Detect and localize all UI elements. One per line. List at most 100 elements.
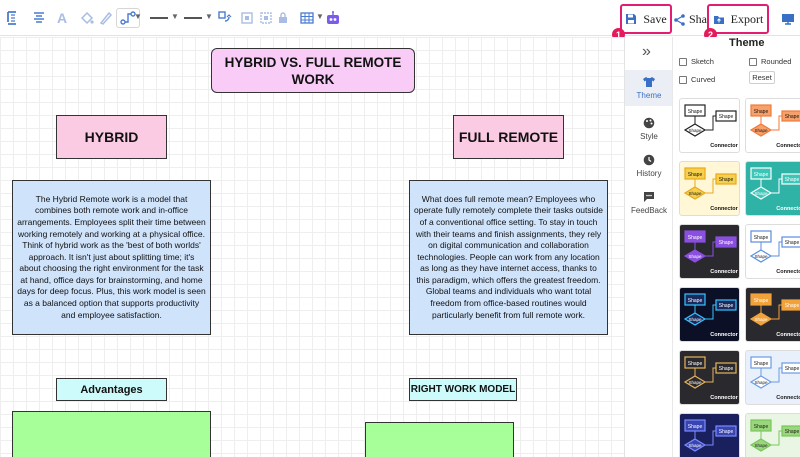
side-nav-history[interactable]: History xyxy=(625,148,673,184)
lock-icon[interactable] xyxy=(278,9,288,27)
svg-text:Shape: Shape xyxy=(785,177,800,183)
svg-text:Shape: Shape xyxy=(688,128,702,133)
svg-text:Connector: Connector xyxy=(776,143,800,149)
line-weight-icon[interactable] xyxy=(184,17,202,19)
svg-text:Shape: Shape xyxy=(688,172,703,178)
side-nav-feedback[interactable]: FeedBack xyxy=(625,185,673,221)
line-color-icon[interactable] xyxy=(99,9,113,27)
svg-text:Shape: Shape xyxy=(688,380,702,385)
checkbox-box[interactable] xyxy=(679,75,687,84)
diagram-canvas[interactable]: HYBRID VS. FULL REMOTE WORK HYBRID FULL … xyxy=(0,37,624,457)
curved-label: Curved xyxy=(691,75,716,84)
advantages-content-node[interactable] xyxy=(12,411,211,457)
svg-text:Connector: Connector xyxy=(776,395,800,401)
rounded-label: Rounded xyxy=(761,57,792,66)
side-nav-style[interactable]: Style xyxy=(625,111,673,147)
svg-text:Shape: Shape xyxy=(754,254,768,259)
svg-text:Shape: Shape xyxy=(785,240,800,246)
svg-text:Shape: Shape xyxy=(754,298,769,304)
export-button[interactable]: Export xyxy=(707,4,769,34)
clock-icon xyxy=(643,154,655,166)
table-dropdown-icon[interactable]: ▼ xyxy=(316,12,324,21)
line-weight-dropdown-icon[interactable]: ▼ xyxy=(205,12,213,21)
table-icon[interactable] xyxy=(300,9,314,27)
svg-text:Shape: Shape xyxy=(688,361,703,367)
svg-text:Shape: Shape xyxy=(785,429,800,435)
theme-panel-title: Theme xyxy=(729,37,765,49)
reset-button[interactable]: Reset xyxy=(749,71,775,84)
svg-text:Connector: Connector xyxy=(776,332,800,338)
svg-text:Shape: Shape xyxy=(754,128,768,133)
svg-text:Shape: Shape xyxy=(754,380,768,385)
svg-text:Connector: Connector xyxy=(776,206,800,212)
svg-text:Shape: Shape xyxy=(785,303,800,309)
text-align-icon[interactable] xyxy=(33,9,45,27)
font-icon[interactable]: A xyxy=(56,10,68,26)
rounded-checkbox[interactable]: Rounded xyxy=(749,57,791,66)
collapse-panel-icon[interactable]: » xyxy=(642,43,651,60)
connector-dropdown-icon[interactable]: ▼ xyxy=(134,12,142,21)
curved-checkbox[interactable]: Curved xyxy=(679,75,715,84)
svg-text:Connector: Connector xyxy=(710,206,738,212)
sketch-checkbox[interactable]: Sketch xyxy=(679,57,714,66)
bold-text-icon[interactable] xyxy=(6,9,18,27)
side-nav-label: History xyxy=(636,169,662,178)
svg-text:Shape: Shape xyxy=(688,317,702,322)
side-nav-theme[interactable]: Theme xyxy=(625,70,673,106)
hybrid-description-node[interactable]: The Hybrid Remote work is a model that c… xyxy=(12,180,211,335)
side-nav: » Theme Style History FeedBack xyxy=(624,37,673,457)
svg-text:Connector: Connector xyxy=(776,269,800,275)
fill-icon[interactable] xyxy=(80,9,94,27)
arrange-icon[interactable] xyxy=(218,9,232,27)
save-button[interactable]: Save xyxy=(620,4,672,34)
full-remote-description-node[interactable]: What does full remote mean? Employees wh… xyxy=(409,180,608,335)
svg-text:Connector: Connector xyxy=(710,395,738,401)
svg-text:Shape: Shape xyxy=(785,366,800,372)
line-style-icon[interactable] xyxy=(150,17,168,19)
right-model-content-node[interactable] xyxy=(365,422,514,457)
connector-icon[interactable] xyxy=(116,8,140,28)
full-remote-heading-node[interactable]: FULL REMOTE xyxy=(453,115,564,159)
svg-text:Shape: Shape xyxy=(754,172,769,178)
palette-icon xyxy=(643,117,655,129)
save-icon xyxy=(626,14,637,24)
advantages-node[interactable]: Advantages xyxy=(56,378,167,401)
sketch-label: Sketch xyxy=(691,57,714,66)
hybrid-heading-node[interactable]: HYBRID xyxy=(56,115,167,159)
svg-text:Shape: Shape xyxy=(719,366,734,372)
ungroup-icon[interactable] xyxy=(260,9,272,27)
checkbox-box[interactable] xyxy=(679,57,687,66)
present-icon[interactable] xyxy=(781,12,795,30)
save-label: Save xyxy=(643,11,667,26)
svg-text:Shape: Shape xyxy=(688,424,703,430)
checkbox-box[interactable] xyxy=(749,57,757,66)
line-style-dropdown-icon[interactable]: ▼ xyxy=(171,12,179,21)
feedback-icon xyxy=(644,192,654,202)
svg-text:Shape: Shape xyxy=(688,254,702,259)
right-work-model-node[interactable]: RIGHT WORK MODEL xyxy=(409,378,517,401)
svg-text:Shape: Shape xyxy=(754,109,769,115)
svg-text:Shape: Shape xyxy=(754,191,768,196)
svg-text:Shape: Shape xyxy=(719,114,734,120)
shirt-icon xyxy=(643,77,655,87)
title-node[interactable]: HYBRID VS. FULL REMOTE WORK xyxy=(211,48,415,93)
svg-text:Shape: Shape xyxy=(688,235,703,241)
side-nav-label: Style xyxy=(640,132,658,141)
group-icon[interactable] xyxy=(241,9,253,27)
svg-text:Shape: Shape xyxy=(754,235,769,241)
robot-icon[interactable] xyxy=(325,9,341,27)
svg-text:Shape: Shape xyxy=(754,361,769,367)
